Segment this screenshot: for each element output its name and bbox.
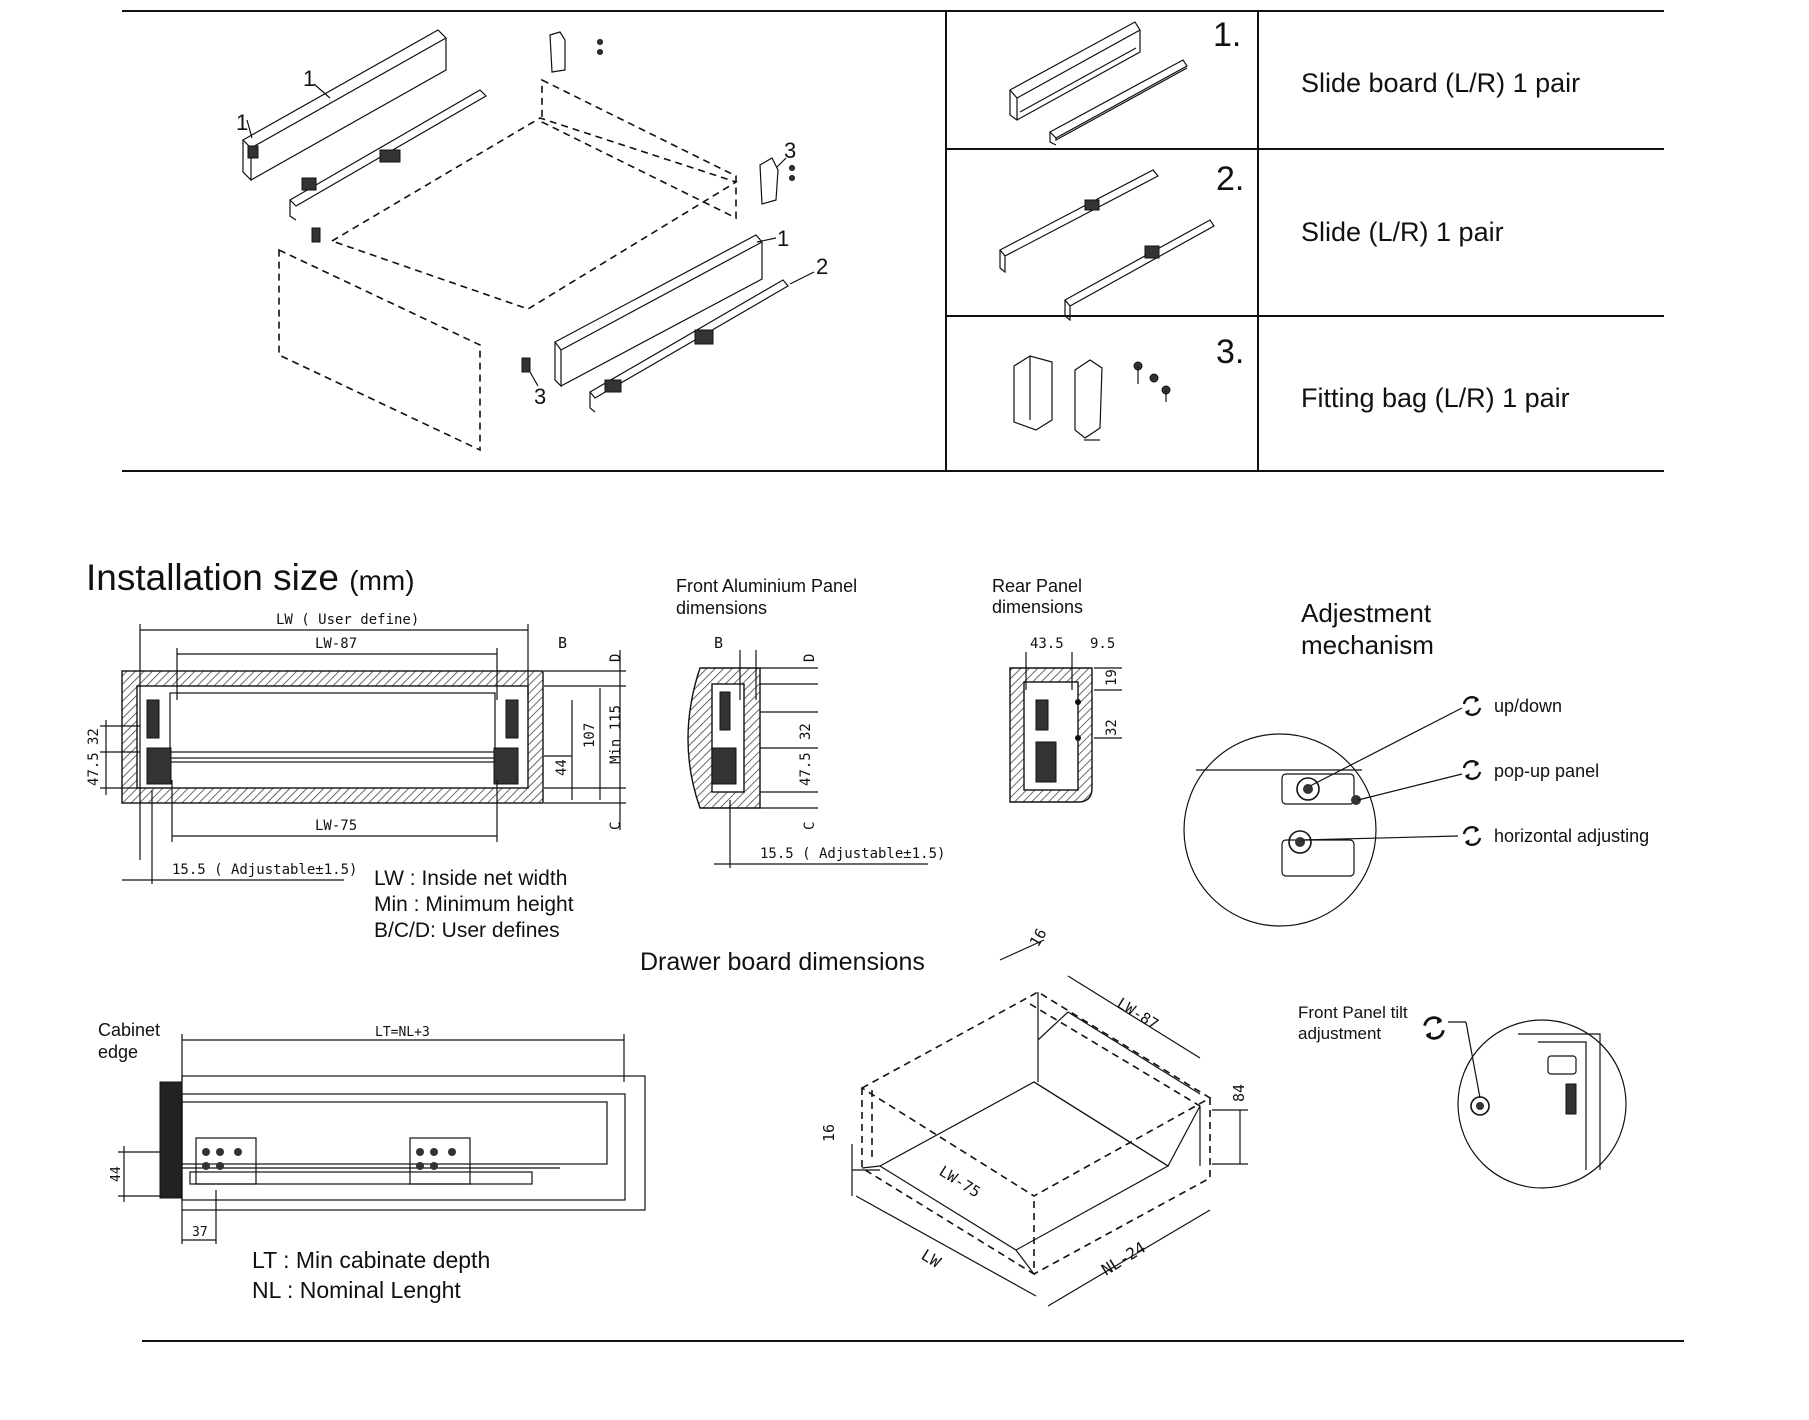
drawer-board-section: Drawer board dimensions 16 LW-87 84 16 L…	[640, 925, 1248, 1307]
drawer-lw-75: LW-75	[936, 1162, 984, 1201]
dim-c: C	[608, 822, 624, 830]
dim-lw-75: LW-75	[315, 818, 357, 834]
side-37: 37	[192, 1225, 208, 1240]
front-panel-title-2: dimensions	[676, 598, 767, 618]
installation-title: Installation size (mm)	[86, 557, 415, 598]
front-panel-47-5: 47.5	[798, 752, 814, 786]
dim-d: D	[608, 654, 624, 662]
front-panel-d: D	[802, 654, 818, 662]
part-2-number: 2.	[1216, 160, 1244, 198]
adjustment-section: Adjestment mechanism up/down pop-up pane…	[1183, 598, 1649, 927]
rotate-arrows-icon	[1464, 761, 1480, 779]
side-lt: LT=NL+3	[375, 1025, 430, 1040]
legend-bcd: B/C/D: User defines	[374, 919, 560, 942]
adjustment-pop-up: pop-up panel	[1494, 761, 1599, 781]
side-view-section: Cabinet edge LT=NL+3 44 37 LT : Min cabi…	[98, 1020, 646, 1303]
part-3-number: 3.	[1216, 333, 1244, 371]
drawer-lw-87: LW-87	[1114, 994, 1162, 1033]
exploded-drawer-illustration: 1 1 1 2 3 3	[236, 29, 828, 452]
exploded-callout-1a: 1	[303, 66, 315, 91]
exploded-callout-1b: 1	[236, 110, 248, 135]
exploded-callout-3a: 3	[784, 138, 796, 163]
fitting-bag-illustration	[1013, 355, 1171, 441]
adjustment-title-2: mechanism	[1301, 630, 1434, 660]
dim-lw-user-define: LW ( User define)	[276, 612, 419, 628]
side-legend-nl: NL : Nominal Lenght	[252, 1277, 461, 1303]
rear-panel-section: Rear Panel dimensions 43.5 9.5 19 32	[992, 576, 1122, 803]
part-2-label: Slide (L/R) 1 pair	[1301, 217, 1504, 247]
front-panel-section: Front Aluminium Panel dimensions B D 32 …	[676, 576, 945, 868]
slide-illustration	[999, 169, 1215, 322]
front-panel-c: C	[802, 822, 818, 830]
drawer-nl-24: NL-24	[1098, 1238, 1149, 1280]
rear-panel-title-2: dimensions	[992, 597, 1083, 617]
part-1-label: Slide board (L/R) 1 pair	[1301, 68, 1580, 98]
drawer-lw: LW	[918, 1245, 945, 1272]
dim-adjustable: 15.5 ( Adjustable±1.5)	[172, 862, 357, 878]
exploded-callout-1c: 1	[777, 226, 789, 251]
side-legend-lt: LT : Min cabinate depth	[252, 1247, 490, 1273]
cabinet-edge-2: edge	[98, 1042, 138, 1062]
adjustment-up-down: up/down	[1494, 696, 1562, 716]
side-44: 44	[109, 1166, 124, 1182]
drawer-board-title: Drawer board dimensions	[640, 948, 925, 976]
tilt-line-2: adjustment	[1298, 1024, 1381, 1043]
adjustment-horizontal: horizontal adjusting	[1494, 826, 1649, 846]
exploded-callout-2: 2	[816, 254, 828, 279]
front-panel-adjustable: 15.5 ( Adjustable±1.5)	[760, 846, 945, 862]
cabinet-edge-1: Cabinet	[98, 1020, 160, 1040]
rear-panel-title-1: Rear Panel	[992, 576, 1082, 596]
front-panel-b: B	[714, 634, 723, 652]
rear-panel-32: 32	[1104, 719, 1120, 736]
dim-107: 107	[582, 723, 598, 748]
drawer-84: 84	[1230, 1084, 1248, 1102]
front-view-drawing: LW ( User define) LW-87 B LW-75 15.5 ( A…	[86, 612, 626, 884]
rear-panel-9-5: 9.5	[1090, 636, 1115, 652]
tilt-section: Front Panel tilt adjustment	[1298, 1003, 1627, 1189]
front-panel-title-1: Front Aluminium Panel	[676, 576, 857, 596]
dim-32: 32	[86, 728, 102, 745]
part-1-number: 1.	[1213, 16, 1241, 54]
drawer-16-left: 16	[820, 1124, 838, 1142]
rotate-arrows-icon	[1425, 1018, 1444, 1039]
adjustment-title-1: Adjestment	[1301, 598, 1432, 628]
dim-44: 44	[554, 759, 570, 776]
installation-size-section: Installation size (mm)	[86, 557, 626, 942]
exploded-callout-3b: 3	[534, 384, 546, 409]
legend-lw: LW : Inside net width	[374, 867, 567, 890]
parts-table: 1. Slide board (L/R) 1 pair 2. Slide (L/…	[122, 10, 1664, 472]
dim-min-115: Min 115	[608, 705, 624, 764]
rear-panel-43-5: 43.5	[1030, 636, 1064, 652]
dim-47-5: 47.5	[86, 752, 102, 786]
dim-lw-87: LW-87	[315, 636, 357, 652]
tilt-line-1: Front Panel tilt	[1298, 1003, 1408, 1022]
front-panel-32: 32	[798, 723, 814, 740]
part-3-label: Fitting bag (L/R) 1 pair	[1301, 383, 1570, 413]
rotate-arrows-icon	[1464, 697, 1480, 715]
slide-board-illustration	[1009, 21, 1188, 146]
rear-panel-19: 19	[1104, 669, 1120, 686]
legend-min: Min : Minimum height	[374, 893, 574, 916]
dim-b: B	[558, 634, 567, 652]
rotate-arrows-icon	[1464, 827, 1480, 845]
